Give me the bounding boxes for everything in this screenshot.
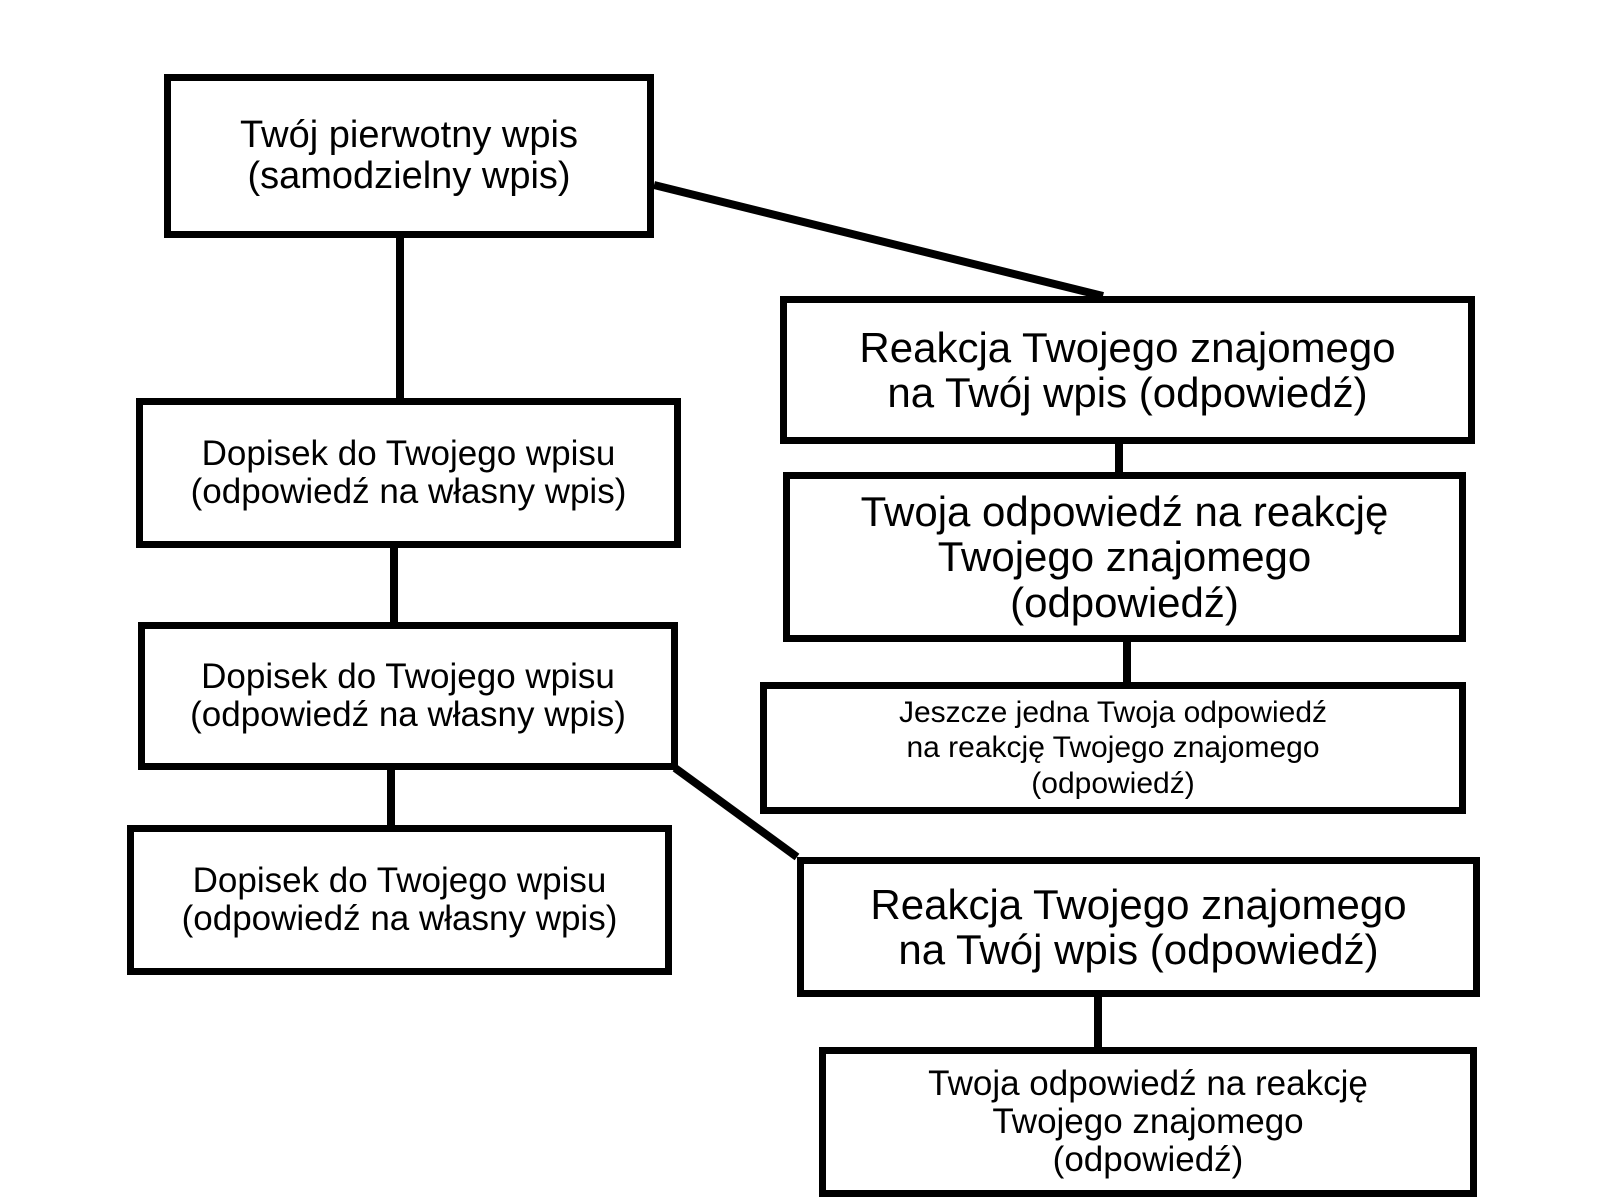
node-addendum-1: Dopisek do Twojego wpisu (odpowiedź na w… — [136, 398, 681, 548]
edge-left-2-to-right-4 — [672, 764, 800, 861]
node-line: na Twój wpis (odpowiedź) — [887, 369, 1368, 416]
node-line: na reakcję Twojego znajomego — [906, 731, 1320, 765]
node-line: Twoja odpowiedź na reakcję — [928, 1064, 1368, 1104]
node-addendum-2: Dopisek do Twojego wpisu (odpowiedź na w… — [138, 622, 678, 770]
node-line: Twoja odpowiedź na reakcję — [860, 487, 1389, 535]
node-line: (odpowiedź na własny wpis) — [190, 472, 627, 511]
node-original-post: Twój pierwotny wpis (samodzielny wpis) — [164, 74, 654, 238]
node-line: (samodzielny wpis) — [247, 155, 571, 197]
node-line: (odpowiedź na własny wpis) — [181, 899, 618, 938]
node-line: (odpowiedź) — [1052, 1139, 1244, 1179]
node-friend-reaction-1-label: Reakcja Twojego znajomego na Twój wpis (… — [859, 323, 1396, 416]
node-line: Dopisek do Twojego wpisu — [192, 861, 607, 901]
edge-root-to-right-1 — [653, 181, 1104, 300]
node-your-reply-2: Jeszcze jedna Twoja odpowiedź na reakcję… — [760, 682, 1466, 814]
node-your-reply-1: Twoja odpowiedź na reakcję Twojego znajo… — [783, 472, 1466, 642]
node-addendum-1-label: Dopisek do Twojego wpisu (odpowiedź na w… — [191, 435, 627, 511]
node-your-reply-2-label: Jeszcze jedna Twoja odpowiedź na reakcję… — [899, 695, 1327, 801]
node-line: Jeszcze jedna Twoja odpowiedź — [898, 695, 1328, 729]
node-line: Dopisek do Twojego wpisu — [201, 434, 616, 474]
node-line: Reakcja Twojego znajomego — [870, 880, 1407, 928]
node-line: (odpowiedź) — [1031, 766, 1195, 800]
node-addendum-3-label: Dopisek do Twojego wpisu (odpowiedź na w… — [182, 862, 618, 938]
node-addendum-3: Dopisek do Twojego wpisu (odpowiedź na w… — [127, 825, 672, 975]
node-original-post-label: Twój pierwotny wpis (samodzielny wpis) — [240, 113, 578, 197]
node-line: Reakcja Twojego znajomego — [859, 323, 1396, 371]
node-line: (odpowiedź na własny wpis) — [190, 695, 626, 734]
node-line: (odpowiedź) — [1010, 578, 1239, 626]
node-line: Dopisek do Twojego wpisu — [201, 657, 615, 697]
node-line: na Twój wpis (odpowiedź) — [898, 926, 1379, 973]
node-line: Twojego znajomego — [992, 1102, 1304, 1142]
node-line: Twój pierwotny wpis — [240, 113, 578, 156]
node-addendum-2-label: Dopisek do Twojego wpisu (odpowiedź na w… — [190, 658, 626, 734]
node-your-reply-3-label: Twoja odpowiedź na reakcję Twojego znajo… — [928, 1065, 1368, 1178]
node-your-reply-1-label: Twoja odpowiedź na reakcję Twojego znajo… — [861, 489, 1389, 625]
node-friend-reaction-2-label: Reakcja Twojego znajomego na Twój wpis (… — [870, 880, 1407, 973]
node-friend-reaction-2: Reakcja Twojego znajomego na Twój wpis (… — [797, 857, 1480, 997]
node-your-reply-3: Twoja odpowiedź na reakcję Twojego znajo… — [819, 1047, 1477, 1197]
node-friend-reaction-1: Reakcja Twojego znajomego na Twój wpis (… — [780, 296, 1475, 444]
node-line: Twojego znajomego — [937, 533, 1312, 581]
